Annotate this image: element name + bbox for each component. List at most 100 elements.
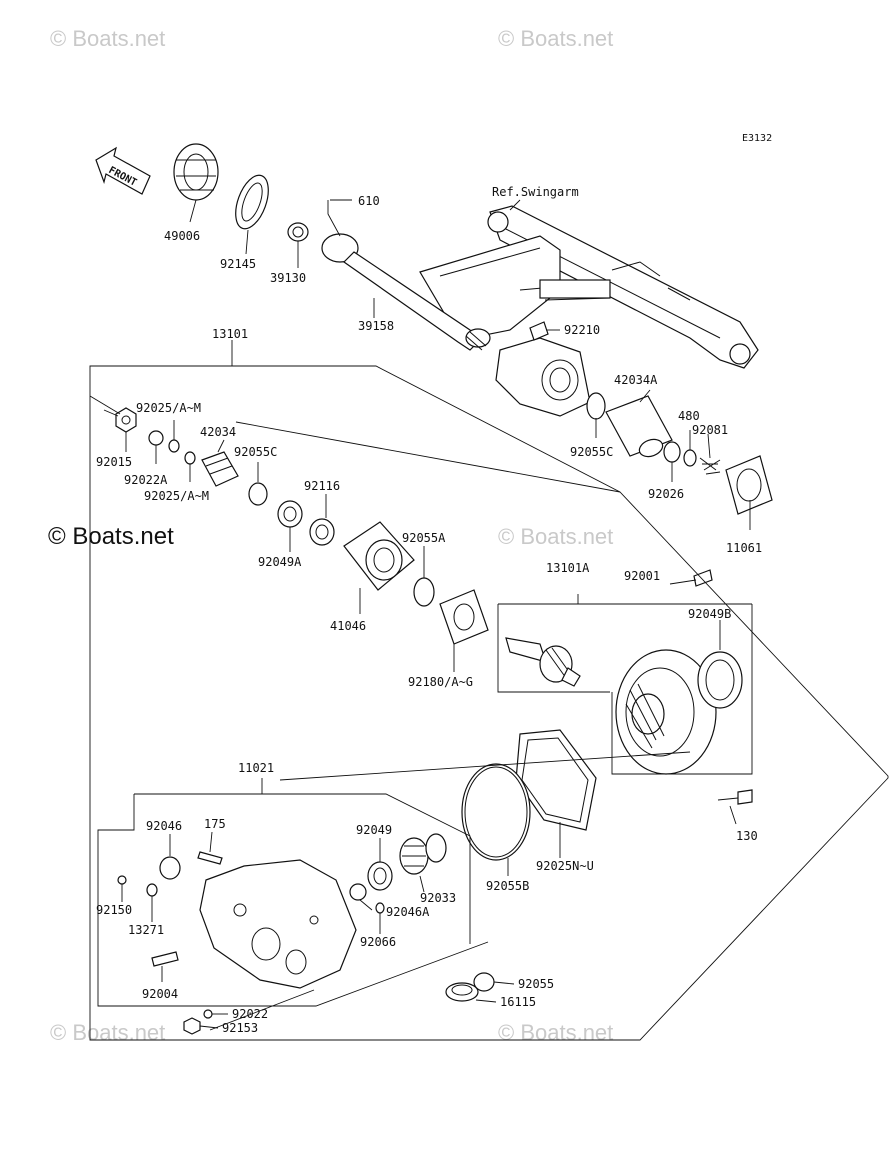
label-92066: 92066 bbox=[360, 935, 396, 949]
part-11061-shape bbox=[725, 455, 773, 515]
label-13101a: 13101A bbox=[546, 561, 590, 575]
part-41046-shape bbox=[343, 521, 415, 591]
part-13271-shape bbox=[146, 883, 158, 897]
label-42034a: 42034A bbox=[614, 373, 658, 387]
part-92004-shape bbox=[151, 951, 179, 967]
label-16115: 16115 bbox=[500, 995, 536, 1009]
part-92116-shape bbox=[309, 518, 335, 546]
label-42034: 42034 bbox=[200, 425, 236, 439]
label-39158: 39158 bbox=[358, 319, 394, 333]
part-39158-shape bbox=[321, 233, 491, 351]
label-92180: 92180/A~G bbox=[408, 675, 473, 689]
part-11021-shape bbox=[199, 859, 357, 989]
part-92025-bot-shape bbox=[184, 451, 196, 465]
label-92116: 92116 bbox=[304, 479, 340, 493]
part-92055-shape bbox=[473, 972, 495, 992]
label-92026: 92026 bbox=[648, 487, 684, 501]
label-92081: 92081 bbox=[692, 423, 728, 437]
part-92150-shape bbox=[117, 875, 127, 885]
label-610: 610 bbox=[358, 194, 380, 208]
label-92055c-left: 92055C bbox=[234, 445, 277, 459]
watermark-bottom-right: © Boats.net bbox=[498, 1020, 613, 1045]
label-92025nu: 92025N~U bbox=[536, 859, 594, 873]
part-13101a-shape bbox=[505, 637, 581, 687]
part-92055a-shape bbox=[413, 577, 435, 607]
label-92025am-top: 92025/A~M bbox=[136, 401, 201, 415]
label-92055b: 92055B bbox=[486, 879, 529, 893]
label-92210: 92210 bbox=[564, 323, 600, 337]
label-92004: 92004 bbox=[142, 987, 178, 1001]
part-175-shape bbox=[197, 851, 223, 865]
leader-lines bbox=[121, 199, 751, 1029]
label-92153: 92153 bbox=[222, 1021, 258, 1035]
part-housing-shape bbox=[495, 337, 591, 417]
label-92055c-right: 92055C bbox=[570, 445, 613, 459]
label-480: 480 bbox=[678, 409, 700, 423]
part-92025-top-shape bbox=[168, 439, 180, 453]
label-13101: 13101 bbox=[212, 327, 248, 341]
label-39130: 39130 bbox=[270, 271, 306, 285]
label-11061: 11061 bbox=[726, 541, 762, 555]
part-92066-shape bbox=[375, 902, 385, 914]
watermark-top-left: © Boats.net bbox=[50, 26, 165, 51]
part-92046a-shape bbox=[349, 883, 367, 901]
part-92049b-shape bbox=[697, 651, 743, 709]
part-39130-shape bbox=[287, 222, 309, 242]
label-175: 175 bbox=[204, 817, 226, 831]
label-92049a: 92049A bbox=[258, 555, 302, 569]
part-ring-gear-shape bbox=[615, 649, 717, 775]
label-92022: 92022 bbox=[232, 1007, 268, 1021]
part-92026-shape bbox=[663, 441, 681, 463]
part-42034a-shape bbox=[605, 395, 673, 458]
label-49006: 49006 bbox=[164, 229, 200, 243]
label-92055: 92055 bbox=[518, 977, 554, 991]
label-92022a: 92022A bbox=[124, 473, 168, 487]
part-92033-shape bbox=[399, 837, 429, 875]
label-92001: 92001 bbox=[624, 569, 660, 583]
label-11021: 11021 bbox=[238, 761, 274, 775]
part-92033-ring-shape bbox=[425, 833, 447, 863]
watermark-bottom-left: © Boats.net bbox=[50, 1020, 165, 1045]
label-92025am-bot: 92025/A~M bbox=[144, 489, 209, 503]
label-92049: 92049 bbox=[356, 823, 392, 837]
part-92049-shape bbox=[367, 861, 393, 891]
part-92210-shape bbox=[529, 321, 549, 341]
swingarm-frame bbox=[419, 205, 759, 369]
part-92055c-left-shape bbox=[248, 482, 268, 506]
label-13271: 13271 bbox=[128, 923, 164, 937]
part-92081-shape bbox=[699, 457, 721, 475]
part-42034-shape bbox=[201, 451, 239, 487]
part-92001-shape bbox=[669, 569, 713, 587]
diagram-code: E3132 bbox=[742, 133, 772, 144]
part-49006-shape bbox=[173, 143, 219, 201]
label-92046: 92046 bbox=[146, 819, 182, 833]
part-92055b-shape bbox=[461, 763, 531, 861]
label-ref-swingarm: Ref.Swingarm bbox=[492, 185, 579, 199]
watermark-main: © Boats.net bbox=[48, 523, 174, 550]
part-480-shape bbox=[683, 449, 697, 467]
part-16115-shape bbox=[445, 982, 479, 1002]
label-92150: 92150 bbox=[96, 903, 132, 917]
part-92153-shape bbox=[183, 1017, 201, 1035]
assembly-lines bbox=[89, 340, 889, 1041]
part-92015-shape bbox=[115, 407, 137, 433]
label-92033: 92033 bbox=[420, 891, 456, 905]
part-92049a-shape bbox=[277, 500, 303, 528]
label-92046a: 92046A bbox=[386, 905, 430, 919]
label-130: 130 bbox=[736, 829, 758, 843]
watermark-middle-right: © Boats.net bbox=[498, 524, 613, 549]
part-92180-shape bbox=[439, 589, 489, 645]
part-92046-shape bbox=[159, 856, 181, 880]
label-92049b: 92049B bbox=[688, 607, 731, 621]
label-41046: 41046 bbox=[330, 619, 366, 633]
part-92022-shape bbox=[203, 1009, 213, 1019]
watermark-top-right: © Boats.net bbox=[498, 26, 613, 51]
label-92145: 92145 bbox=[220, 257, 256, 271]
part-92022a-shape bbox=[148, 430, 164, 446]
part-130-shape bbox=[717, 789, 753, 805]
part-92145-shape bbox=[235, 174, 269, 230]
part-92055c-right-shape bbox=[586, 392, 606, 420]
label-92015: 92015 bbox=[96, 455, 132, 469]
front-arrow-icon: FRONT bbox=[95, 146, 151, 195]
